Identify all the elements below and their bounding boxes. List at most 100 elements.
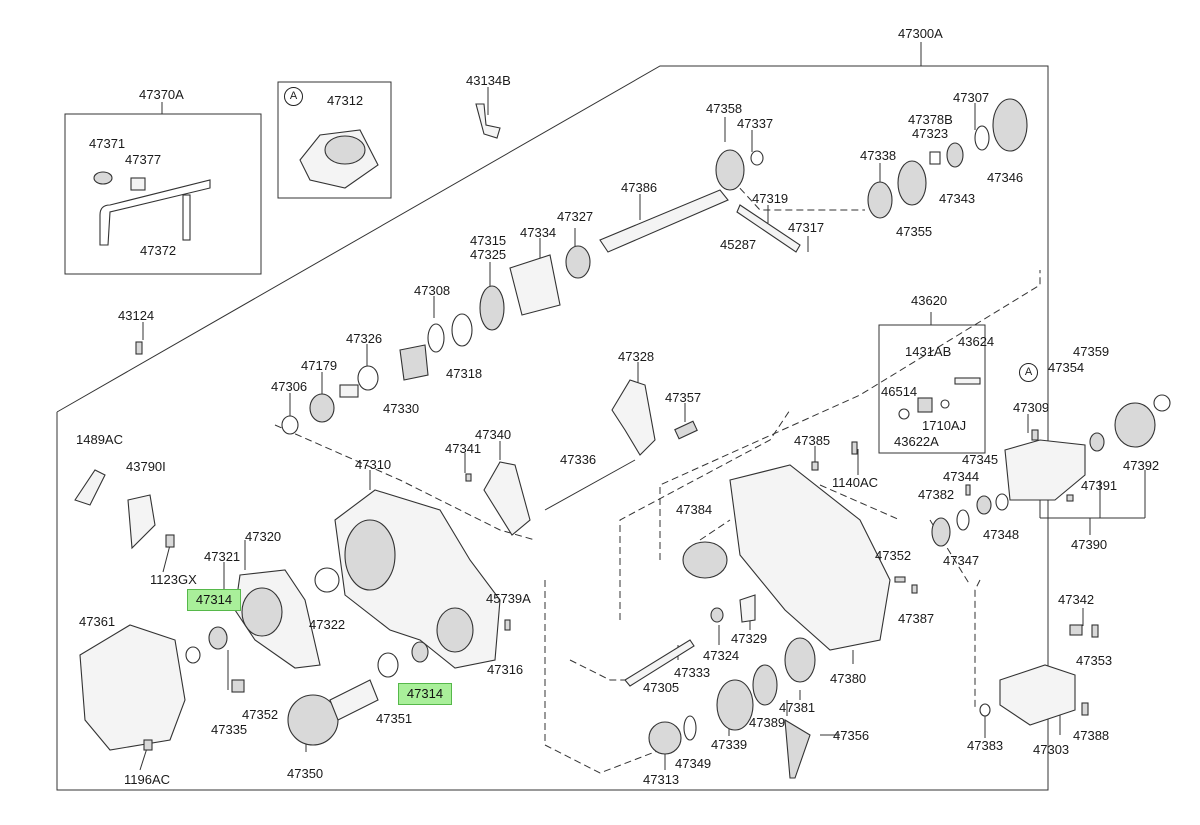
- label-1196AC: 1196AC: [124, 772, 171, 787]
- label-47345: 47345: [962, 452, 999, 467]
- label-47326: 47326: [346, 331, 383, 346]
- label-47386: 47386: [621, 180, 658, 195]
- gear-set-upper: [281, 245, 591, 435]
- label-47382: 47382: [918, 487, 955, 502]
- left-parts: [74, 469, 429, 751]
- label-47361: 47361: [79, 614, 116, 629]
- label-47300A: 47300A: [898, 26, 943, 41]
- label-47359: 47359: [1073, 344, 1110, 359]
- label-47313: 47313: [643, 772, 680, 787]
- label-47339: 47339: [711, 737, 748, 752]
- label-47343: 47343: [939, 191, 976, 206]
- label-47385: 47385: [794, 433, 831, 448]
- label-43134B: 43134B: [466, 73, 511, 88]
- label-47321: 47321: [204, 549, 241, 564]
- label-47370A: 47370A: [139, 87, 184, 102]
- highlight-47314-right[interactable]: 47314: [398, 683, 452, 705]
- label-47380: 47380: [830, 671, 867, 686]
- bracket-43134B: [475, 103, 501, 139]
- bolts: [465, 429, 1074, 631]
- actuator-47303: [979, 624, 1099, 726]
- label-47330: 47330: [383, 401, 420, 416]
- label-47306: 47306: [271, 379, 308, 394]
- rear-extension-47390: [931, 394, 1171, 547]
- label-47357: 47357: [665, 390, 702, 405]
- mainshaft-47386: [599, 149, 764, 253]
- label-47334: 47334: [520, 225, 557, 240]
- breather-hose-assembly: [93, 171, 211, 246]
- label-45739A: 45739A: [486, 591, 531, 606]
- label-47352-right: 47352: [875, 548, 912, 563]
- label-47336: 47336: [560, 452, 597, 467]
- main-boundary: [56, 65, 1049, 791]
- label-47342: 47342: [1058, 592, 1095, 607]
- label-43624: 43624: [958, 334, 995, 349]
- label-47328: 47328: [618, 349, 655, 364]
- label-47320: 47320: [245, 529, 282, 544]
- label-47337: 47337: [737, 116, 774, 131]
- case-47380: [624, 464, 891, 779]
- label-47340: 47340: [475, 427, 512, 442]
- callout-A-ref: A: [1019, 363, 1038, 382]
- label-47322: 47322: [309, 617, 346, 632]
- label-43790I: 43790I: [126, 459, 166, 474]
- label-47371: 47371: [89, 136, 126, 151]
- label-47319: 47319: [752, 191, 789, 206]
- label-47318: 47318: [446, 366, 483, 381]
- label-47327: 47327: [557, 209, 594, 224]
- label-47303: 47303: [1033, 742, 1070, 757]
- label-47391: 47391: [1081, 478, 1118, 493]
- box-47312: [277, 81, 392, 199]
- label-47356: 47356: [833, 728, 870, 743]
- label-43620: 43620: [911, 293, 948, 308]
- label-46514: 46514: [881, 384, 918, 399]
- label-47309: 47309: [1013, 400, 1050, 415]
- callout-A-box: A: [284, 87, 303, 106]
- label-47348: 47348: [983, 527, 1020, 542]
- label-47387: 47387: [898, 611, 935, 626]
- label-47317: 47317: [788, 220, 825, 235]
- label-47350: 47350: [287, 766, 324, 781]
- cover-47312: [299, 129, 379, 189]
- label-1431AB: 1431AB: [905, 344, 952, 359]
- label-47377: 47377: [125, 152, 162, 167]
- label-47355: 47355: [896, 224, 933, 239]
- shift-forks: [483, 379, 698, 536]
- label-47308: 47308: [414, 283, 451, 298]
- label-47179: 47179: [301, 358, 338, 373]
- label-47329: 47329: [731, 631, 768, 646]
- label-47388: 47388: [1073, 728, 1110, 743]
- label-47392: 47392: [1123, 458, 1160, 473]
- gear-set-right: [867, 98, 1028, 219]
- label-47305: 47305: [643, 680, 680, 695]
- label-47351: 47351: [376, 711, 413, 726]
- label-47389: 47389: [749, 715, 786, 730]
- label-47312: 47312: [327, 93, 364, 108]
- sensor-43620: [898, 377, 981, 420]
- highlight-47314-left[interactable]: 47314: [187, 589, 241, 611]
- tube-47319: [736, 204, 801, 253]
- label-47344: 47344: [943, 469, 980, 484]
- label-47383: 47383: [967, 738, 1004, 753]
- label-47335: 47335: [211, 722, 248, 737]
- label-47341: 47341: [445, 441, 482, 456]
- box-43620: [878, 324, 986, 454]
- label-47324: 47324: [703, 648, 740, 663]
- label-45287: 45287: [720, 237, 757, 252]
- label-47310: 47310: [355, 457, 392, 472]
- label-47372: 47372: [140, 243, 177, 258]
- label-47346: 47346: [987, 170, 1024, 185]
- label-47347: 47347: [943, 553, 980, 568]
- label-47316: 47316: [487, 662, 524, 677]
- case-47310: [334, 489, 501, 669]
- label-47323: 47323: [912, 126, 949, 141]
- label-47352-left: 47352: [242, 707, 279, 722]
- label-43622A: 43622A: [894, 434, 939, 449]
- label-47353: 47353: [1076, 653, 1113, 668]
- label-47333: 47333: [674, 665, 711, 680]
- label-47349: 47349: [675, 756, 712, 771]
- label-47354: 47354: [1048, 360, 1085, 375]
- label-1140AC: 1140AC: [832, 475, 879, 490]
